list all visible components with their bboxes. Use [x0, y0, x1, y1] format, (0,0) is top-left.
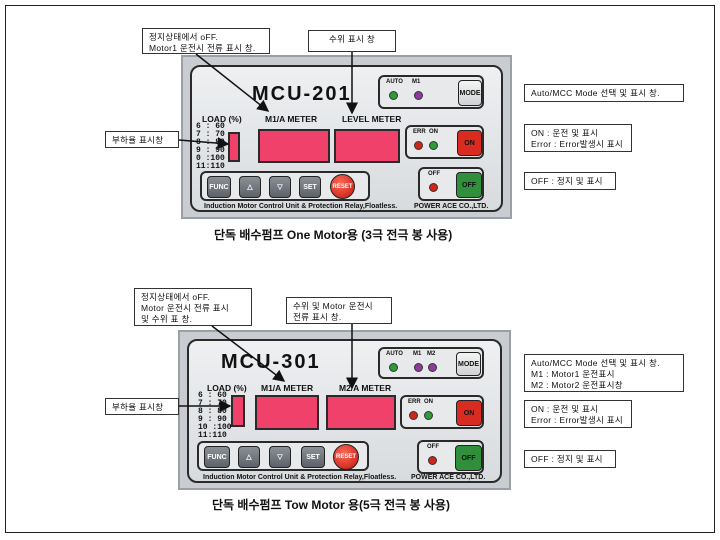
led-err [409, 411, 418, 420]
led-m1 [414, 363, 423, 372]
callout-load-panel2: 부하율 표시창 [105, 398, 179, 415]
mode-button[interactable]: MODE [458, 80, 482, 106]
led-m1-label: M1 [412, 79, 421, 85]
func-button[interactable]: FUNC [204, 446, 230, 468]
led-auto [389, 363, 398, 372]
down-arrow-icon: ▽ [277, 184, 283, 191]
down-arrow-icon: ▽ [277, 454, 283, 461]
load-display [231, 395, 245, 427]
callout-off-panel2: OFF : 정지 및 표시 [524, 450, 616, 468]
led-auto [389, 91, 398, 100]
mcu201-faceplate: MCU-201 LOAD (%) 6 : 60 7 : 70 8 : 80 9 … [190, 65, 503, 212]
down-arrow-button[interactable]: ▽ [269, 176, 291, 198]
load-level: 9 : 90 [198, 415, 227, 424]
callout-off-panel1: OFF : 정지 및 표시 [524, 172, 616, 190]
callout-meter2-panel2: 수위 및 Motor 운전시 전류 표시 창. [286, 297, 392, 324]
led-auto-label: AUTO [386, 79, 403, 85]
mcu301-panel-photo: MCU-301 LOAD (%) 6 : 60 7 : 70 8 : 80 9 … [178, 330, 511, 490]
callout-mode-panel1: Auto/MCC Mode 선택 및 표시 창. [524, 84, 684, 102]
on-button[interactable]: ON [456, 400, 482, 426]
load-level: 6 : 60 [198, 391, 227, 400]
page-frame [5, 5, 715, 533]
callout-mode-panel2: Auto/MCC Mode 선택 및 표시 창. M1 : Motor1 운전표… [524, 354, 684, 392]
led-auto-label: AUTO [386, 351, 403, 357]
led-m2-label: M2 [427, 351, 436, 357]
callout-load-panel1: 부하율 표시창 [105, 131, 179, 148]
led-on-label: ON [424, 399, 433, 405]
footer-description: Induction Motor Control Unit & Protectio… [204, 203, 398, 210]
load-level: 7 : 70 [196, 130, 225, 139]
set-button[interactable]: SET [301, 446, 325, 468]
led-m1-label: M1 [413, 351, 422, 357]
off-button[interactable]: OFF [455, 445, 482, 471]
up-arrow-button[interactable]: △ [239, 176, 261, 198]
led-m1 [414, 91, 423, 100]
led-err-label: ERR [408, 399, 421, 405]
caption-panel2: 단독 배수펌프 Tow Motor 용(5극 전극 봉 사용) [212, 498, 450, 512]
load-level: 11:110 [196, 162, 225, 171]
callout-meter1-panel2: 정지상태에서 oFF. Motor 운전시 전류 표시 및 수위 표 창. [134, 288, 252, 326]
keypad-section: FUNC △ ▽ SET RESET [197, 441, 369, 471]
led-off [428, 456, 437, 465]
meter1-label: M1/A METER [265, 114, 318, 124]
mode-section: AUTO M1 M2 MODE [378, 347, 484, 379]
up-arrow-button[interactable]: △ [238, 446, 260, 468]
load-level: 0 :100 [196, 154, 225, 163]
set-button[interactable]: SET [299, 176, 321, 198]
callout-on-panel2: ON : 운전 및 표시 Error : Error발생시 표시 [524, 400, 632, 428]
model-label: MCU-201 [252, 83, 352, 105]
footer-company: POWER ACE CO.,LTD. [414, 203, 489, 210]
meter2-display [334, 129, 400, 163]
load-level: 6 : 60 [196, 122, 225, 131]
mode-button[interactable]: MODE [456, 352, 481, 376]
load-level: 10 :100 [198, 423, 232, 432]
callout-level-panel1: 수위 표시 창 [308, 30, 396, 52]
keypad-section: FUNC △ ▽ SET RESET [200, 171, 370, 201]
off-button[interactable]: OFF [456, 172, 482, 198]
led-off [429, 183, 438, 192]
reset-button[interactable]: RESET [330, 174, 355, 199]
arrow-load-panel1 [178, 137, 230, 150]
mcu201-panel-photo: MCU-201 LOAD (%) 6 : 60 7 : 70 8 : 80 9 … [181, 55, 512, 219]
mcu301-faceplate: MCU-301 LOAD (%) 6 : 60 7 : 70 8 : 80 9 … [187, 339, 502, 483]
on-button[interactable]: ON [457, 130, 482, 156]
meter2-label: LEVEL METER [342, 114, 402, 124]
reset-button[interactable]: RESET [333, 444, 359, 470]
led-on [429, 141, 438, 150]
func-button[interactable]: FUNC [207, 176, 231, 198]
up-arrow-icon: △ [247, 184, 253, 191]
callout-meter1-panel1: 정지상태에서 oFF. Motor1 운전시 전류 표시 창. [142, 28, 270, 54]
arrow-meter1-panel1 [195, 53, 270, 112]
meter1-label: M1/A METER [261, 383, 314, 393]
stop-section: OFF OFF [418, 167, 484, 201]
model-label: MCU-301 [221, 351, 321, 373]
footer-description: Induction Motor Control Unit & Protectio… [203, 474, 397, 481]
load-level: 9 : 90 [196, 146, 225, 155]
led-err [414, 141, 423, 150]
meter2-label: M2/A METER [339, 383, 392, 393]
load-label: LOAD (%) [207, 383, 247, 393]
arrow-meter1-panel2 [211, 325, 286, 382]
meter2-display [326, 395, 396, 430]
footer-company: POWER ACE CO.,LTD. [411, 474, 486, 481]
led-off-label: OFF [428, 171, 440, 177]
led-err-label: ERR [413, 129, 426, 135]
led-off-label: OFF [427, 444, 439, 450]
meter1-display [258, 129, 330, 163]
run-section: ERR ON ON [405, 125, 484, 159]
up-arrow-icon: △ [246, 454, 252, 461]
stop-section: OFF OFF [417, 440, 484, 474]
caption-panel1: 단독 배수펌프 One Motor용 (3극 전극 봉 사용) [214, 228, 453, 242]
mode-section: AUTO M1 MODE [378, 75, 484, 109]
callout-on-panel1: ON : 운전 및 표시 Error : Error발생시 표시 [524, 124, 632, 152]
led-on [424, 411, 433, 420]
led-on-label: ON [429, 129, 438, 135]
load-label: LOAD (%) [202, 114, 242, 124]
down-arrow-button[interactable]: ▽ [269, 446, 291, 468]
led-m2 [428, 363, 437, 372]
meter1-display [255, 395, 319, 430]
run-section: ERR ON ON [400, 395, 484, 429]
load-level: 11:110 [198, 431, 227, 440]
